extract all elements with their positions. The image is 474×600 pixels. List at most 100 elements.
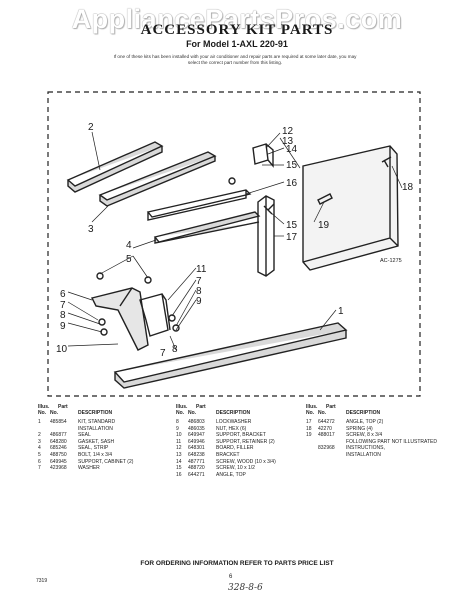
part-description: SCREW, 8 x 3/4 [346,432,383,439]
part-description: INSTALLATION [78,425,113,432]
callout-10: 10 [56,344,68,355]
part-description: GASKET, SASH [78,438,115,445]
part-number: 488017 [318,432,335,439]
part-description: LOCKWASHER [216,419,252,425]
callout-7b: 7 [196,276,202,287]
part-number: 648238 [188,451,205,458]
part-description: SCREW, 10 x 1/2 [216,465,255,472]
part-description: WASHER [78,465,100,472]
illus-number: 15 [176,465,182,472]
model-subtitle: For Model 1-AXL 220-91 [186,39,288,49]
callout-13: 13 [282,136,294,147]
parts-row: 19 488017 SCREW, 8 x 3/4 [306,432,446,439]
part-number: 648280 [50,438,67,445]
part-bottom-bar [113,322,348,389]
illus-number [306,452,318,459]
intro-text: If one of these kits has been installed … [113,54,357,65]
callout-14: 14 [286,144,298,155]
callout-1: 1 [338,306,344,317]
handwritten-note: 328-8-6 [228,583,263,593]
parts-row: 10 649947 SUPPORT, BRACKET [176,432,304,439]
illus-number: 17 [306,419,312,425]
part-description: KIT, STANDARD [78,419,116,425]
callout-6: 6 [60,289,66,300]
part-bolt-5b [144,276,152,284]
part-bracket [252,143,274,168]
part-description: ANGLE, TOP [216,471,246,478]
illus-number: 5 [38,451,41,458]
part-description: SPRING (4) [346,425,373,432]
illus-number [306,445,318,452]
illus-number: 1 [38,419,41,425]
part-retainer [139,293,171,337]
diagram-code: AC-1275 [380,258,402,264]
callout-18: 18 [402,182,414,193]
callout-17: 17 [286,232,298,243]
part-number: 649947 [188,432,205,439]
illus-number: 18 [306,425,312,432]
part-number: 649946 [188,438,205,445]
illus-number [306,439,318,446]
page-number: 6 [229,574,233,580]
callout-8a: 8 [60,310,66,321]
part-number: 485854 [50,419,67,425]
callout-2: 2 [88,122,94,133]
part-description: SCREW, WOOD (10 x 3/4) [216,458,276,465]
part-nut-d [172,324,180,332]
part-number [318,439,346,446]
callout-5: 5 [126,254,132,265]
part-number: 649945 [50,458,67,465]
part-number [318,452,346,459]
part-description: BRACKET [216,451,240,458]
part-description: SUPPORT, BRACKET [216,432,266,439]
illus-number: 4 [38,445,41,452]
part-number: 488750 [50,451,67,458]
callout-7a: 7 [60,300,66,311]
illus-number: 2 [38,432,41,439]
callout-11: 11 [196,264,207,275]
part-spring [381,156,392,168]
parts-row: 1 485854 KIT, STANDARD [38,419,176,426]
callout-8b: 8 [196,286,202,297]
part-nut-c [168,314,176,322]
callout-16: 16 [286,178,298,189]
page-title: ACCESSORY KIT PARTS [140,22,334,38]
illus-number: 16 [176,471,182,478]
illus-number: 9 [176,425,179,432]
part-bolt-5a [96,272,104,280]
illus-number: 10 [176,432,182,439]
illus-number: 19 [306,432,312,439]
part-vertical-angle [257,195,275,277]
part-number: 487771 [188,458,205,465]
part-number: 423968 [50,465,67,472]
part-description: ANGLE, TOP (2) [346,419,384,425]
callout-19: 19 [318,220,330,231]
part-gasket-bar [66,141,164,193]
part-description: SUPPORT, CABINET (2) [78,458,134,465]
part-screw-16 [228,177,236,185]
part-top-angle [146,189,252,221]
part-description: INSTRUCTIONS, [346,445,385,452]
part-number: 486877 [50,432,67,439]
part-description: NUT, HEX (6) [216,425,247,432]
illus-number: 12 [176,445,182,452]
illus-number: 11 [176,438,182,445]
part-screw-19 [317,193,333,205]
callout-3: 3 [88,224,94,235]
parts-row: INSTALLATION [306,452,446,459]
part-description: INSTALLATION [346,451,381,458]
part-number: 685246 [50,445,67,452]
